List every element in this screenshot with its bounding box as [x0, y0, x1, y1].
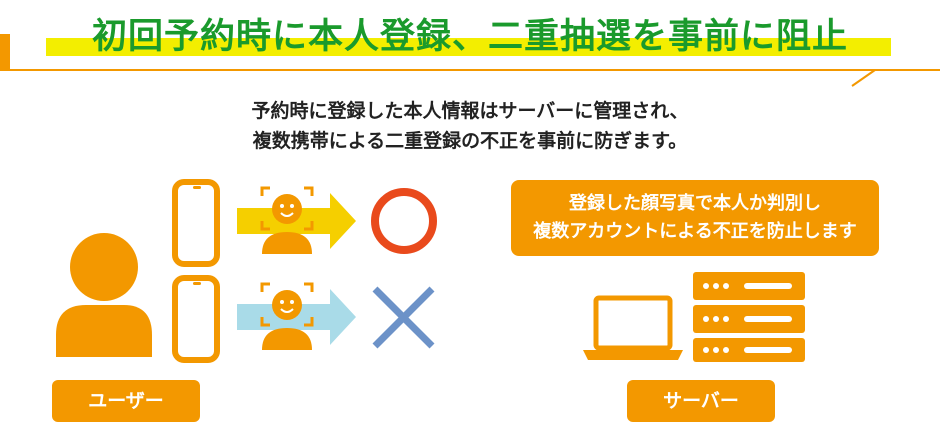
title-area: 初回予約時に本人登録、二重抽選を事前に阻止 — [0, 0, 940, 80]
user-label: ユーザー — [52, 380, 200, 422]
server-note: 登録した顔写真で本人か判別し 複数アカウントによる不正を防止します — [511, 180, 879, 256]
lead-line-1: 予約時に登録した本人情報はサーバーに管理され、 — [251, 100, 689, 122]
circle-ok-icon — [371, 188, 437, 254]
laptop-icon — [583, 295, 683, 360]
smartphone-icon — [172, 179, 220, 267]
lead-line-2: 複数携帯による二重登録の不正を事前に防ぎます。 — [252, 130, 688, 152]
cross-ng-icon — [372, 286, 435, 349]
face-scan-icon — [260, 282, 314, 350]
user-icon — [56, 233, 152, 357]
page-title: 初回予約時に本人登録、二重抽選を事前に阻止 — [91, 17, 848, 57]
server-rack-icon — [693, 272, 805, 362]
smartphone-icon — [172, 275, 220, 363]
server-note-line-2: 複数アカウントによる不正を防止します — [533, 221, 857, 242]
server-note-line-1: 登録した顔写真で本人か判別し — [569, 193, 821, 214]
title-rule — [0, 34, 940, 87]
arrow-icon — [237, 289, 356, 345]
server-label: サーバー — [627, 380, 775, 422]
lead-text: 予約時に登録した本人情報はサーバーに管理され、 複数携帯による二重登録の不正を事… — [0, 96, 940, 156]
arrow-icon — [237, 193, 356, 249]
title-highlight — [46, 38, 891, 56]
face-scan-icon — [260, 186, 314, 254]
